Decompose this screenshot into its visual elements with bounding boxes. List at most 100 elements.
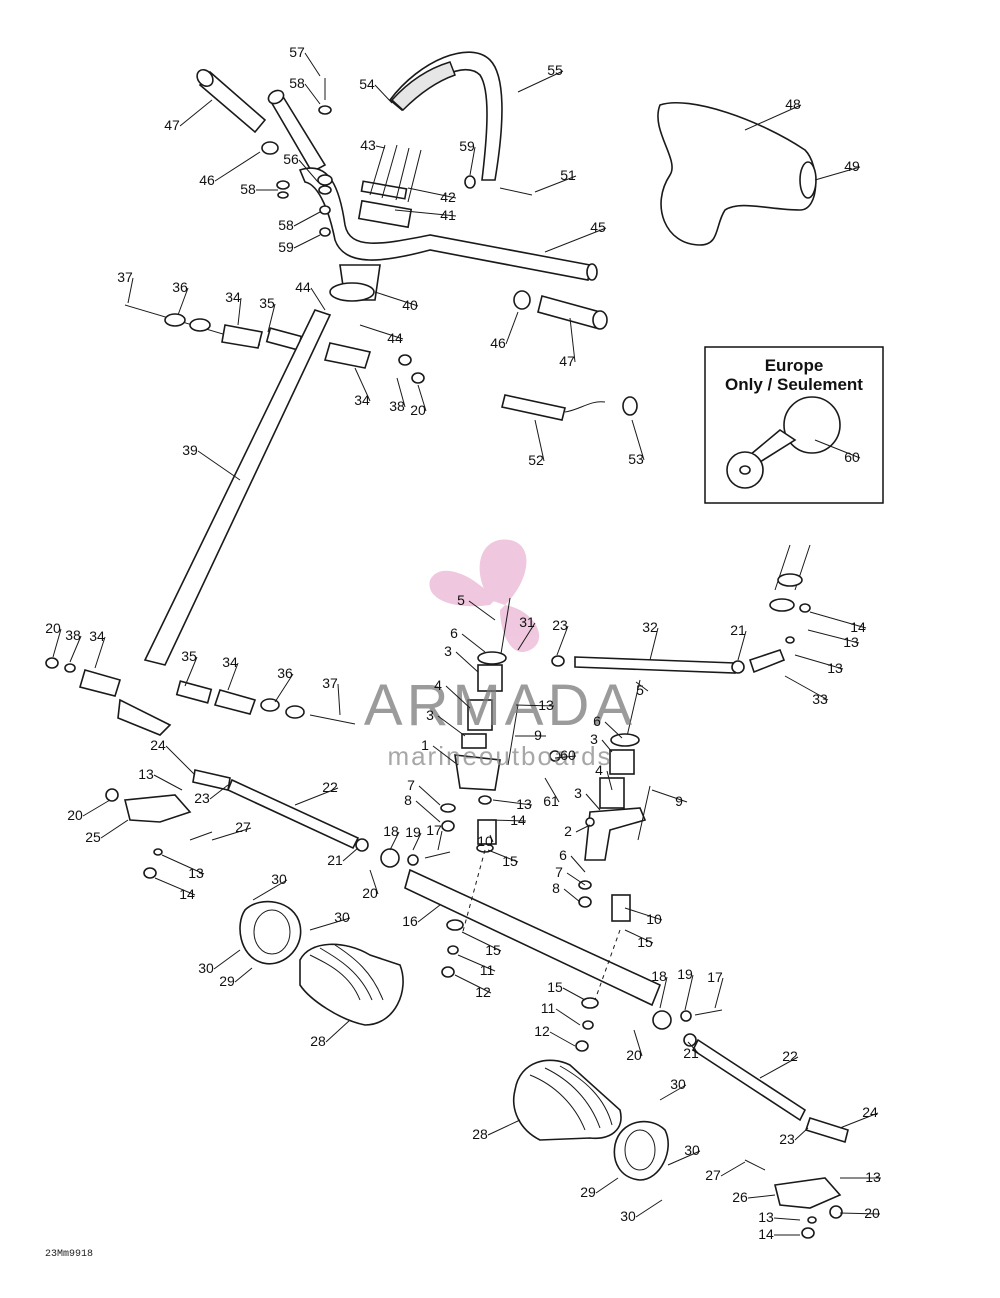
leader-line-c61 (544, 777, 560, 803)
leader-line-c17b (714, 977, 724, 1009)
leader-line-c4a (445, 685, 471, 709)
leader-line-c10a (489, 834, 494, 843)
inset-title-line1: Europe (765, 356, 824, 375)
callout-c39: 39 (182, 442, 198, 458)
leader-line-c46b (505, 311, 519, 345)
watermark-logo (429, 539, 540, 652)
inset-title-line2: Only / Seulement (725, 375, 863, 394)
handlebar-loop-55 (388, 51, 503, 181)
callout-c4b: 4 (595, 762, 603, 778)
leader-line-c12a (454, 974, 492, 994)
watermark-brand: ARMADA (364, 673, 636, 738)
leader-line-c48 (744, 104, 802, 131)
leader-line-c8a (415, 800, 441, 823)
callout-c20d: 20 (362, 885, 378, 901)
leader-line-c15c (624, 929, 654, 944)
leader-line-c20b (52, 628, 62, 658)
tie-rod-32 (551, 649, 786, 674)
leader-line-c30f (635, 1199, 663, 1218)
leader-line-c24a (165, 745, 196, 776)
steering-arm-1 (440, 597, 519, 832)
leader-line-c47b (569, 317, 576, 363)
callout-c33: 33 (812, 691, 828, 707)
callout-c20f: 20 (864, 1205, 880, 1221)
leader-line-c34b (354, 367, 371, 402)
leader-line-c57 (304, 52, 321, 77)
leader-line-c20d (369, 869, 379, 895)
callout-c14a: 14 (850, 619, 866, 635)
bolt-57-stack (276, 78, 333, 237)
callout-c1: 1 (421, 737, 429, 753)
callout-c3b: 3 (426, 707, 434, 723)
leader-line-c54 (374, 84, 393, 104)
leader-line-c32 (649, 627, 659, 661)
callout-c23b: 23 (194, 790, 210, 806)
callout-c14c: 14 (179, 886, 195, 902)
callout-c49: 49 (844, 158, 860, 174)
leader-line-c58c (293, 211, 321, 227)
callout-c29a: 29 (219, 973, 235, 989)
callout-c45: 45 (590, 219, 606, 235)
callout-c30e: 30 (684, 1142, 700, 1158)
leader-line-c25 (100, 819, 129, 839)
callout-c55: 55 (547, 62, 563, 78)
leader-line-c26 (747, 1194, 776, 1199)
propeller-blade-left (429, 570, 495, 607)
callout-c28b: 28 (472, 1126, 488, 1142)
cross-bar-16 (404, 849, 662, 1052)
callout-c44b: 44 (387, 330, 403, 346)
leader-line-c36b (274, 673, 294, 703)
leader-line-c51 (534, 175, 577, 193)
callout-c57: 57 (289, 44, 305, 60)
callout-c5a: 5 (457, 592, 465, 608)
leader-line-c38a (396, 377, 406, 408)
callout-c13e: 13 (516, 796, 532, 812)
callout-c2: 2 (564, 823, 572, 839)
leader-line-c44a (310, 287, 326, 311)
leader-line-c52 (534, 419, 545, 462)
leader-line-c14b (489, 819, 527, 822)
callout-c6a: 6 (450, 625, 458, 641)
callout-c19a: 19 (405, 824, 421, 840)
leader-line-c60b (554, 755, 577, 759)
leader-line-c15a (487, 849, 519, 863)
leader-line-c16 (417, 904, 441, 923)
callout-c17a: 17 (426, 822, 442, 838)
leader-line-c34a (237, 297, 242, 326)
leader-line-c55 (517, 70, 564, 93)
callout-c46a: 46 (199, 172, 215, 188)
callout-c46b: 46 (490, 335, 506, 351)
callout-c9b: 9 (675, 793, 683, 809)
callout-c41: 41 (440, 207, 456, 223)
grip-right-47 (537, 295, 608, 330)
leader-line-c6c (570, 855, 586, 873)
leader-line-c12b (549, 1031, 576, 1047)
leader-line-c20e (633, 1029, 643, 1057)
leader-line-c36a (177, 287, 189, 316)
leader-line-c47a (179, 99, 213, 127)
callout-c26: 26 (732, 1189, 748, 1205)
leader-line-c41 (394, 209, 457, 217)
callout-c30c: 30 (198, 960, 214, 976)
leader-line-c3b (437, 715, 466, 737)
leader-line-c22a (294, 787, 339, 806)
leader-line-c9b (651, 789, 688, 803)
boot-28-right (513, 1059, 622, 1141)
leader-line-c19b (684, 974, 694, 1011)
leader-line-c29b (595, 1177, 619, 1194)
leader-line-c18a (389, 831, 400, 851)
bushing-46-top (261, 141, 279, 155)
leader-line-c3a (455, 651, 479, 673)
callout-c14d: 14 (758, 1226, 774, 1242)
callout-c6b: 6 (593, 713, 601, 729)
leader-line-c23b (209, 784, 229, 800)
callout-c24a: 24 (150, 737, 166, 753)
leader-line-c21a (737, 630, 747, 661)
leader-line-c58a (304, 83, 321, 105)
callout-c60b: 60 (560, 747, 576, 763)
callout-c9a: 9 (534, 727, 542, 743)
callout-c43: 43 (360, 137, 376, 153)
callout-c24b: 24 (862, 1104, 878, 1120)
callout-c58b: 58 (240, 181, 256, 197)
handlebar-pad-48 (657, 101, 817, 246)
